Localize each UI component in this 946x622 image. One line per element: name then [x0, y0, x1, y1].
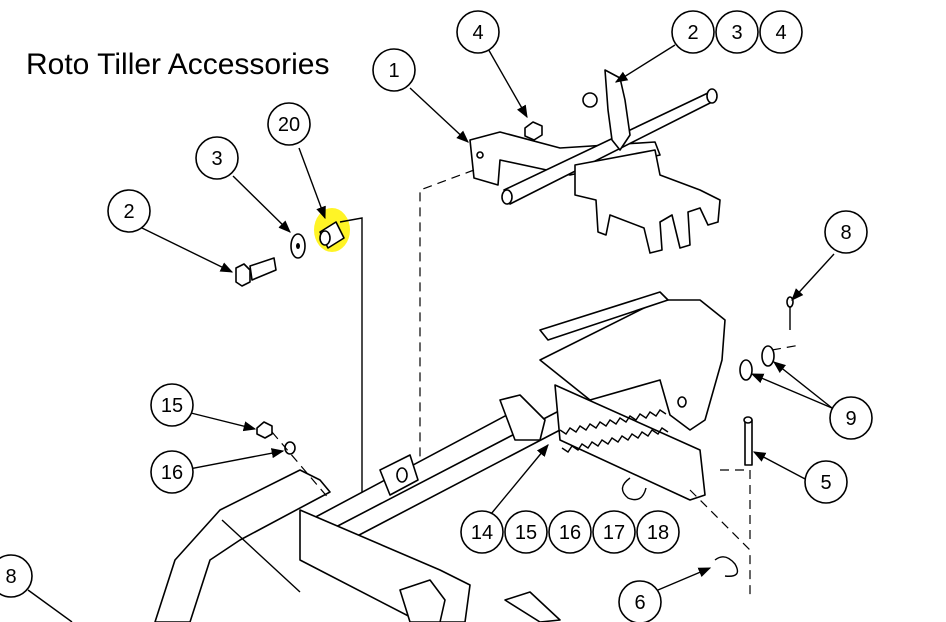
svg-text:4: 4 — [775, 22, 786, 44]
callout-8: 8 — [824, 210, 868, 254]
svg-text:8: 8 — [840, 222, 851, 244]
hitch-bracket — [469, 69, 721, 254]
washers-pin — [689, 296, 801, 600]
svg-text:20: 20 — [278, 114, 300, 136]
callout-20: 20 — [267, 102, 311, 146]
callout-9: 9 — [829, 396, 873, 440]
svg-text:5: 5 — [820, 472, 831, 494]
svg-text:3: 3 — [731, 22, 742, 44]
nut-part — [524, 121, 543, 141]
svg-text:6: 6 — [634, 592, 645, 614]
main-frame — [154, 291, 726, 622]
callout-1: 1 — [372, 48, 416, 92]
svg-text:2: 2 — [123, 201, 134, 223]
callout-15: 15 — [150, 383, 194, 427]
svg-text:8: 8 — [5, 566, 16, 588]
callout-4: 4 — [759, 10, 803, 54]
callout-2: 2 — [671, 10, 715, 54]
svg-text:16: 16 — [161, 462, 183, 484]
spring-part — [559, 409, 669, 501]
callout-6: 6 — [618, 580, 662, 622]
bolt-washer-spacer — [235, 208, 350, 287]
callout-14: 14 — [460, 510, 504, 554]
svg-text:2: 2 — [687, 22, 698, 44]
callout-4: 4 — [456, 10, 500, 54]
callout-3: 3 — [195, 136, 239, 180]
svg-text:17: 17 — [603, 522, 625, 544]
callout-5: 5 — [804, 460, 848, 504]
svg-text:15: 15 — [515, 522, 537, 544]
svg-text:9: 9 — [845, 408, 856, 430]
svg-text:15: 15 — [161, 395, 183, 417]
callout-16: 16 — [150, 450, 194, 494]
callout-3: 3 — [715, 10, 759, 54]
leader-lines — [27, 44, 835, 622]
svg-text:4: 4 — [472, 22, 483, 44]
callouts: 1 4 2 3 4 20 3 — [0, 10, 873, 622]
svg-text:14: 14 — [471, 522, 493, 544]
svg-text:3: 3 — [211, 148, 222, 170]
callout-15: 15 — [504, 510, 548, 554]
nut-washer-left — [256, 421, 331, 501]
callout-18: 18 — [636, 510, 680, 554]
callout-17: 17 — [592, 510, 636, 554]
callout-8: 8 — [0, 554, 33, 598]
clip-part — [714, 556, 739, 577]
svg-text:16: 16 — [559, 522, 581, 544]
diagram-title: Roto Tiller Accessories — [26, 48, 330, 81]
callout-16: 16 — [548, 510, 592, 554]
svg-text:1: 1 — [388, 60, 399, 82]
callout-2: 2 — [107, 189, 151, 233]
svg-text:18: 18 — [647, 522, 669, 544]
